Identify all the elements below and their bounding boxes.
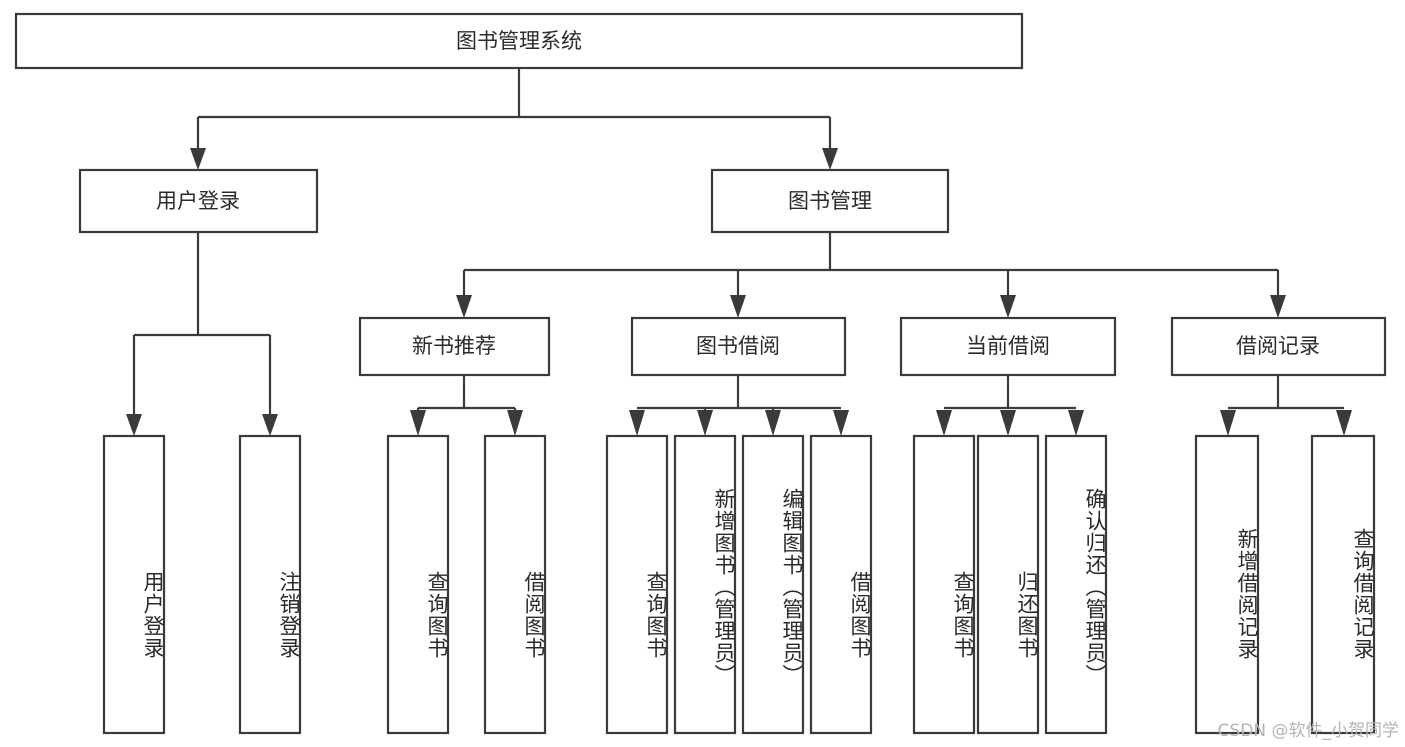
node-current-borrow-label: 当前借阅 <box>966 334 1050 358</box>
node-user-login[interactable]: 用户登录 <box>78 168 319 234</box>
node-new-book-recommend-label: 新书推荐 <box>412 334 496 358</box>
leaf-label-current-borrow-2: 归还图书 <box>1015 570 1039 659</box>
arrow-root-to-book-mgmt <box>822 148 838 170</box>
leaf-box-book-borrow-1[interactable] <box>605 434 669 735</box>
leaf-box-borrow-record-2[interactable] <box>1310 434 1376 735</box>
leaf-box-book-borrow-3[interactable] <box>741 434 805 735</box>
connector-group-book-mgmt <box>456 232 1286 318</box>
leaf-box-user-login-1[interactable] <box>102 434 166 735</box>
arrow-nb-c1 <box>410 410 426 436</box>
leaf-label-user-login-2: 注销登录 <box>277 570 301 659</box>
node-borrow-record-label: 借阅记录 <box>1236 334 1320 358</box>
arrow-bm-to-new-book <box>456 295 472 318</box>
connector-group-book-borrow <box>629 375 849 436</box>
node-book-borrow[interactable]: 图书借阅 <box>630 316 847 377</box>
arrow-bm-to-current-borrow <box>1000 295 1016 318</box>
arrow-nb-c2 <box>507 410 523 436</box>
node-current-borrow-box[interactable] <box>899 316 1117 377</box>
leaf-label-borrow-record-2: 查询借阅记录 <box>1351 527 1375 660</box>
arrow-bb-c4 <box>833 410 849 436</box>
leaf-box-book-borrow-4[interactable] <box>809 434 873 735</box>
leaf-box-new-book-1[interactable] <box>386 434 450 735</box>
arrow-bb-c2 <box>697 410 713 436</box>
arrow-root-to-user-login <box>190 148 206 170</box>
leaf-box-borrow-record-1[interactable] <box>1194 434 1260 735</box>
node-root[interactable]: 图书管理系统 <box>14 12 1024 70</box>
leaf-box-current-borrow-2[interactable] <box>976 434 1040 735</box>
leaf-label-user-login-1: 用户登录 <box>141 570 165 659</box>
leaf-label-book-borrow-2: 新增图书（管理员） <box>712 487 736 686</box>
node-borrow-record[interactable]: 借阅记录 <box>1170 316 1387 377</box>
connector-group-new-book <box>410 375 523 436</box>
node-book-management[interactable]: 图书管理 <box>710 168 950 234</box>
arrow-cb-c1 <box>936 410 952 436</box>
node-book-borrow-label: 图书借阅 <box>696 334 780 358</box>
arrow-cb-c2 <box>1000 410 1016 436</box>
node-new-book-recommend-box[interactable] <box>358 316 551 377</box>
leaf-label-borrow-record-1: 新增借阅记录 <box>1235 527 1259 660</box>
arrow-bm-to-book-borrow <box>730 295 746 318</box>
arrow-br-c2 <box>1336 410 1352 436</box>
arrow-bm-to-borrow-record <box>1270 295 1286 318</box>
leaf-label-current-borrow-3: 确认归还（管理员） <box>1083 487 1107 686</box>
leaf-box-book-borrow-2[interactable] <box>673 434 737 735</box>
node-user-login-box[interactable] <box>78 168 319 234</box>
leaf-label-new-book-2: 借阅图书 <box>522 570 546 659</box>
arrow-bb-c3 <box>765 410 781 436</box>
leaf-label-book-borrow-4: 借阅图书 <box>848 570 872 659</box>
node-new-book-recommend[interactable]: 新书推荐 <box>358 316 551 377</box>
connector-group-borrow-record <box>1220 375 1352 436</box>
watermark-text: CSDN @软件_小贺同学 <box>1217 721 1399 741</box>
leaf-box-new-book-2[interactable] <box>483 434 547 735</box>
leaf-box-user-login-2[interactable] <box>238 434 302 735</box>
arrow-user-login-c1 <box>126 414 142 436</box>
node-current-borrow[interactable]: 当前借阅 <box>899 316 1117 377</box>
leaf-box-current-borrow-1[interactable] <box>912 434 976 735</box>
arrow-user-login-c2 <box>262 414 278 436</box>
connector-group-current-borrow <box>936 375 1084 436</box>
leaf-label-book-borrow-3: 编辑图书（管理员） <box>780 487 804 686</box>
leaf-box-current-borrow-3[interactable] <box>1044 434 1108 735</box>
connector-group-user-login <box>126 232 278 436</box>
node-book-borrow-box[interactable] <box>630 316 847 377</box>
node-borrow-record-box[interactable] <box>1170 316 1387 377</box>
connector-group-root <box>190 68 838 170</box>
leaf-label-current-borrow-1: 查询图书 <box>951 570 975 659</box>
node-book-management-label: 图书管理 <box>788 189 872 213</box>
arrow-cb-c3 <box>1068 410 1084 436</box>
arrow-bb-c1 <box>629 410 645 436</box>
node-root-box[interactable] <box>14 12 1024 70</box>
node-user-login-label: 用户登录 <box>156 189 240 213</box>
node-book-management-box[interactable] <box>710 168 950 234</box>
leaf-label-new-book-1: 查询图书 <box>425 570 449 659</box>
leaf-label-book-borrow-1: 查询图书 <box>644 570 668 659</box>
arrow-br-c1 <box>1220 410 1236 436</box>
node-root-label: 图书管理系统 <box>456 29 582 53</box>
